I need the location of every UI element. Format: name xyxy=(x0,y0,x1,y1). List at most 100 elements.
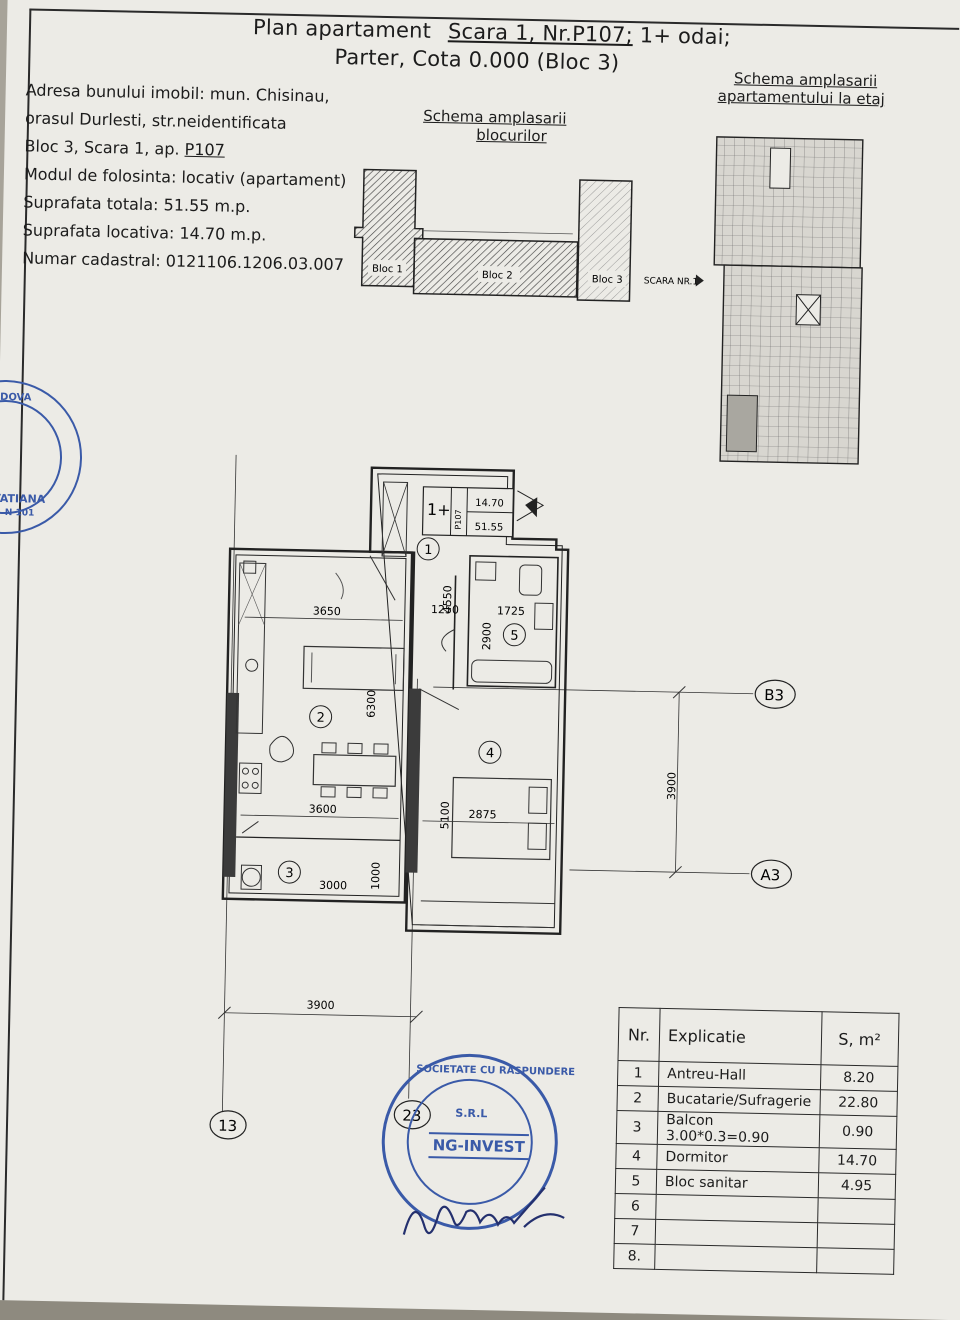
dim-3650: 3650 xyxy=(313,605,341,619)
entry-arrow xyxy=(525,497,538,518)
dim-tick-l xyxy=(217,1006,231,1019)
schema-blocks: Bloc 1 Bloc 2 Bloc 3 xyxy=(353,168,633,302)
bloc1-label: Bloc 1 xyxy=(372,264,403,276)
cell-nr: 2 xyxy=(616,1085,659,1112)
wall-bar-left xyxy=(223,692,240,877)
bathroom-walls xyxy=(466,554,559,689)
room-number-5: 5 xyxy=(510,629,519,644)
cell-area xyxy=(816,1247,894,1275)
dining-table xyxy=(312,753,397,787)
axis-bubble-2 xyxy=(393,1100,431,1130)
bath-door xyxy=(441,629,455,652)
apt-rooms-label: 1+ xyxy=(427,500,451,519)
apt-living-label: 14.70 xyxy=(475,498,504,510)
cell-name: Antreu-Hall xyxy=(658,1061,821,1090)
bed xyxy=(451,776,552,861)
label-div1 xyxy=(449,487,452,536)
dim-1725: 1725 xyxy=(497,604,525,618)
header-area: S, m² xyxy=(820,1011,899,1067)
bedroom-door xyxy=(419,688,460,711)
balcony-door xyxy=(241,821,259,834)
cell-area: 14.70 xyxy=(818,1147,896,1175)
kitchen-sink xyxy=(245,658,259,672)
pillow2 xyxy=(527,822,547,850)
counter-x2 xyxy=(238,563,267,626)
burner2 xyxy=(251,767,259,775)
room-number-4: 4 xyxy=(486,746,495,761)
cell-area: 22.80 xyxy=(819,1089,898,1117)
bloc3-label-bg xyxy=(587,270,627,288)
room-circle-5 xyxy=(502,623,526,647)
burner3 xyxy=(241,781,249,789)
stove xyxy=(238,762,263,794)
highlighted-apartment xyxy=(725,394,758,453)
chair2 xyxy=(347,742,363,755)
cell-nr: 1 xyxy=(617,1060,659,1087)
sink xyxy=(534,602,554,631)
stair-arrow xyxy=(695,274,704,287)
right-block-outline xyxy=(368,466,570,935)
cell-area: 8.20 xyxy=(820,1064,898,1092)
chair1 xyxy=(321,742,337,754)
room-circle-4 xyxy=(478,740,502,764)
living-door-arc xyxy=(335,572,344,600)
hall-wall xyxy=(452,575,457,690)
dim-line-3900h xyxy=(224,1012,417,1018)
room-circle-3 xyxy=(277,860,301,884)
signature-stroke xyxy=(402,1186,565,1235)
dim-4550: 4550 xyxy=(441,585,455,613)
dim-tick-b xyxy=(668,865,682,879)
burner1 xyxy=(241,767,249,775)
dim-3900-vertical: 3900 xyxy=(665,772,679,800)
stamp-company-name: NG-INVEST xyxy=(428,1132,530,1161)
stamp-company-top: SOCIETATE CU RASPUNDERE xyxy=(416,1063,576,1079)
washing-machine xyxy=(475,561,497,581)
cell-nr: 5 xyxy=(615,1168,657,1195)
left-stamp-number: N 101 xyxy=(4,508,35,519)
room-number-2: 2 xyxy=(316,711,325,726)
dim-1000: 1000 xyxy=(369,862,383,890)
cell-area xyxy=(816,1222,895,1250)
cell-area: 4.95 xyxy=(817,1172,896,1200)
axis-label-b3: B3 xyxy=(764,686,784,704)
header-nr: Nr. xyxy=(618,1007,661,1062)
hall-closet xyxy=(381,481,409,557)
dim-5100: 5100 xyxy=(438,801,452,829)
dim-line-3650 xyxy=(244,616,403,621)
dim-3000: 3000 xyxy=(319,879,347,893)
left-stamp-ring: MOLDOVA xyxy=(0,391,32,404)
axis-line-a xyxy=(569,869,750,875)
signature xyxy=(402,1186,565,1235)
wall-bar-middle xyxy=(405,688,422,873)
cell-area: 0.90 xyxy=(818,1114,897,1150)
toilet xyxy=(518,564,543,596)
cell-area xyxy=(817,1197,895,1225)
cell-nr: 7 xyxy=(614,1218,656,1245)
kitchen-counter xyxy=(235,562,267,735)
stair-label: SCARA NR.1 xyxy=(644,276,699,287)
living-door xyxy=(369,555,396,601)
cell-name: Dormitor xyxy=(656,1144,819,1173)
dim-line-2875 xyxy=(422,820,555,825)
pillow1 xyxy=(528,786,548,814)
burner4 xyxy=(251,781,259,789)
floor-stair-x2 xyxy=(795,294,821,325)
axis-line-b xyxy=(433,686,754,695)
entry-door xyxy=(516,490,545,522)
apartment-plan: 1+ P107 14.70 51.55 xyxy=(209,454,796,1140)
floor-core xyxy=(769,147,792,189)
chair4 xyxy=(320,786,336,798)
axis-label-1: 13 xyxy=(218,1117,237,1135)
apt-total-label: 51.55 xyxy=(475,522,504,534)
dim-tick-r xyxy=(409,1010,423,1024)
balcony-washer xyxy=(241,867,261,887)
axis-bubble-a3 xyxy=(750,859,793,889)
header-explicatie: Explicatie xyxy=(658,1008,822,1065)
dim-6300: 6300 xyxy=(365,690,379,718)
cell-name: Bucatarie/Sufragerie xyxy=(657,1086,821,1115)
table-header-row: Nr. Explicatie S, m² xyxy=(618,1007,899,1067)
dim-tick-t xyxy=(672,685,686,699)
apt-number-label: P107 xyxy=(454,509,463,529)
bloc1-label-bg xyxy=(367,259,407,277)
